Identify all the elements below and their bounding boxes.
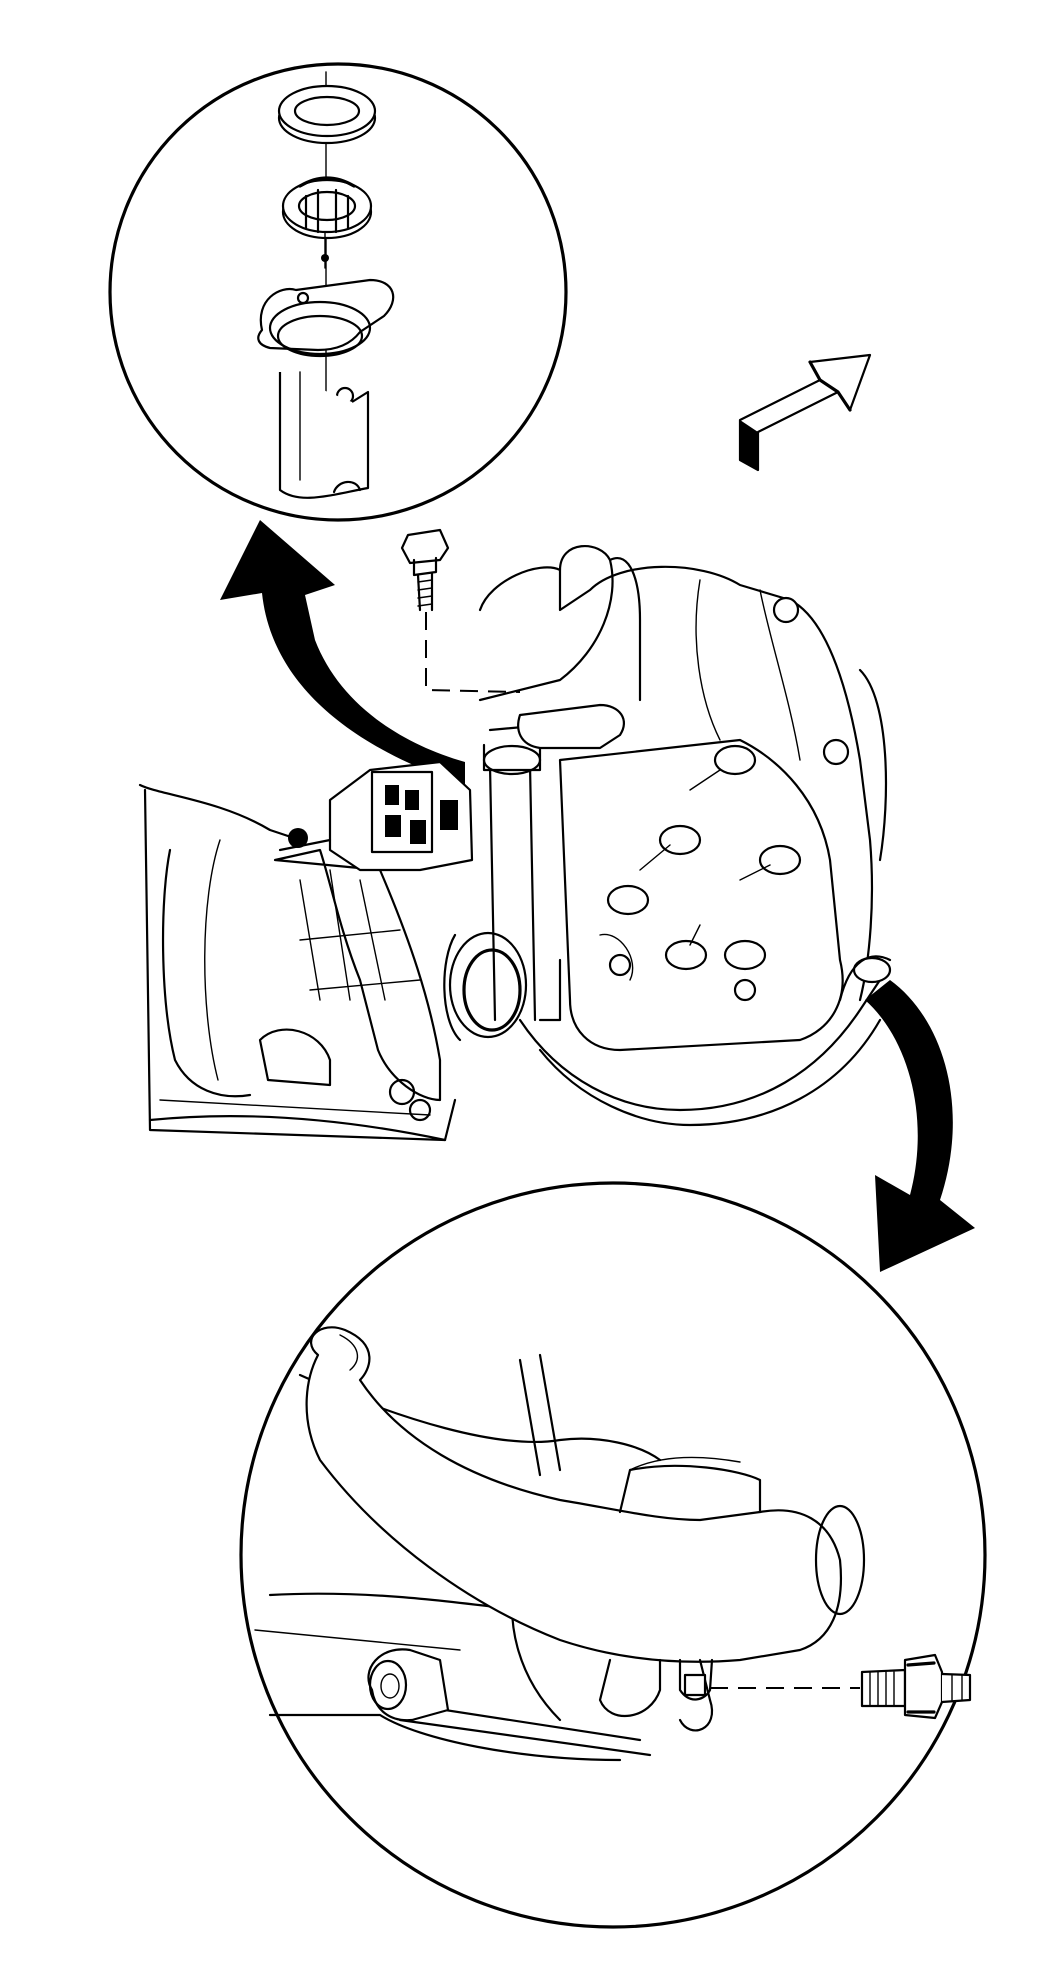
thermostat-housing [257, 278, 395, 499]
detail-circle-top [108, 62, 568, 522]
engine-assembly [138, 545, 892, 1142]
bleed-port [678, 1658, 714, 1701]
bracket-stud [367, 1648, 450, 1722]
coolant-pipe-elbow [305, 1326, 866, 1732]
housing-bolt [400, 528, 521, 693]
bolt-alignment-line [425, 612, 521, 693]
seal-ring [277, 84, 377, 145]
thermostat [281, 176, 373, 269]
callout-arrow-top-icon [220, 520, 465, 785]
coolant-pipe-lower [518, 955, 892, 1127]
fuel-injector-ports [606, 744, 802, 971]
detail-circle-bottom [239, 1181, 987, 1929]
callout-arrow-bottom-icon [865, 980, 975, 1272]
intake-manifold [478, 545, 888, 1002]
bleed-fitting [860, 1653, 972, 1720]
thermostat-detail-callout [108, 62, 568, 522]
coolant-fitting-detail-callout [239, 1181, 987, 1929]
coolant-pipe-upright [482, 723, 547, 1022]
front-direction-arrow-icon [738, 353, 872, 472]
valve-body [278, 760, 474, 872]
engine-block [538, 738, 844, 1052]
